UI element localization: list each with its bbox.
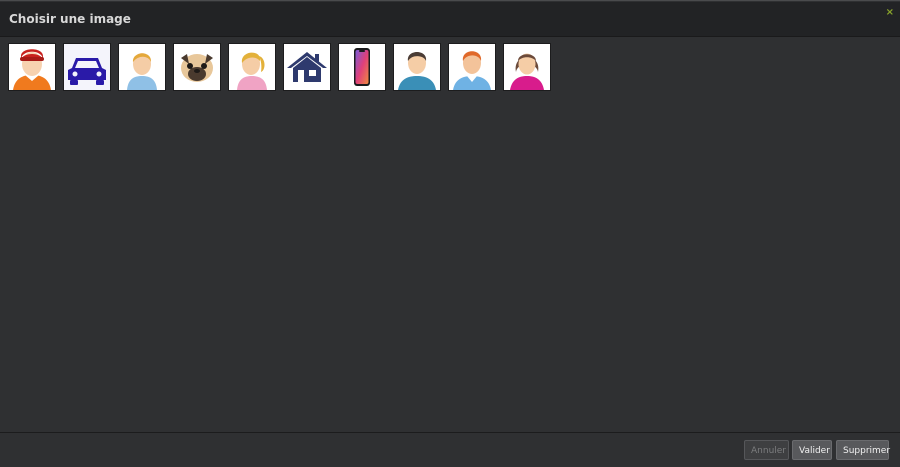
boy-red-cap-icon — [9, 44, 55, 90]
image-option-car[interactable] — [63, 43, 111, 91]
image-option-boy-cap[interactable] — [8, 43, 56, 91]
child-icon — [119, 44, 165, 90]
pug-dog-icon — [174, 44, 220, 90]
cancel-button[interactable]: Annuler — [744, 440, 789, 460]
woman-icon — [504, 44, 550, 90]
delete-button[interactable]: Supprimer — [836, 440, 890, 460]
image-option-house[interactable] — [283, 43, 331, 91]
dialog-header: Choisir une image × — [0, 2, 900, 37]
image-option-child[interactable] — [118, 43, 166, 91]
image-option-man-shirt[interactable] — [448, 43, 496, 91]
close-icon[interactable]: × — [885, 7, 894, 18]
image-option-woman[interactable] — [503, 43, 551, 91]
image-option-smartphone[interactable] — [338, 43, 386, 91]
smartphone-icon — [339, 44, 385, 90]
image-option-pug[interactable] — [173, 43, 221, 91]
dialog-footer: Annuler Valider Supprimer — [0, 432, 900, 467]
man-icon — [394, 44, 440, 90]
image-gallery — [8, 43, 558, 91]
image-option-girl[interactable] — [228, 43, 276, 91]
car-icon — [64, 44, 110, 90]
dialog-title: Choisir une image — [9, 12, 131, 26]
girl-icon — [229, 44, 275, 90]
image-option-man[interactable] — [393, 43, 441, 91]
man-shirt-icon — [449, 44, 495, 90]
validate-button[interactable]: Valider — [792, 440, 832, 460]
house-icon — [284, 44, 330, 90]
